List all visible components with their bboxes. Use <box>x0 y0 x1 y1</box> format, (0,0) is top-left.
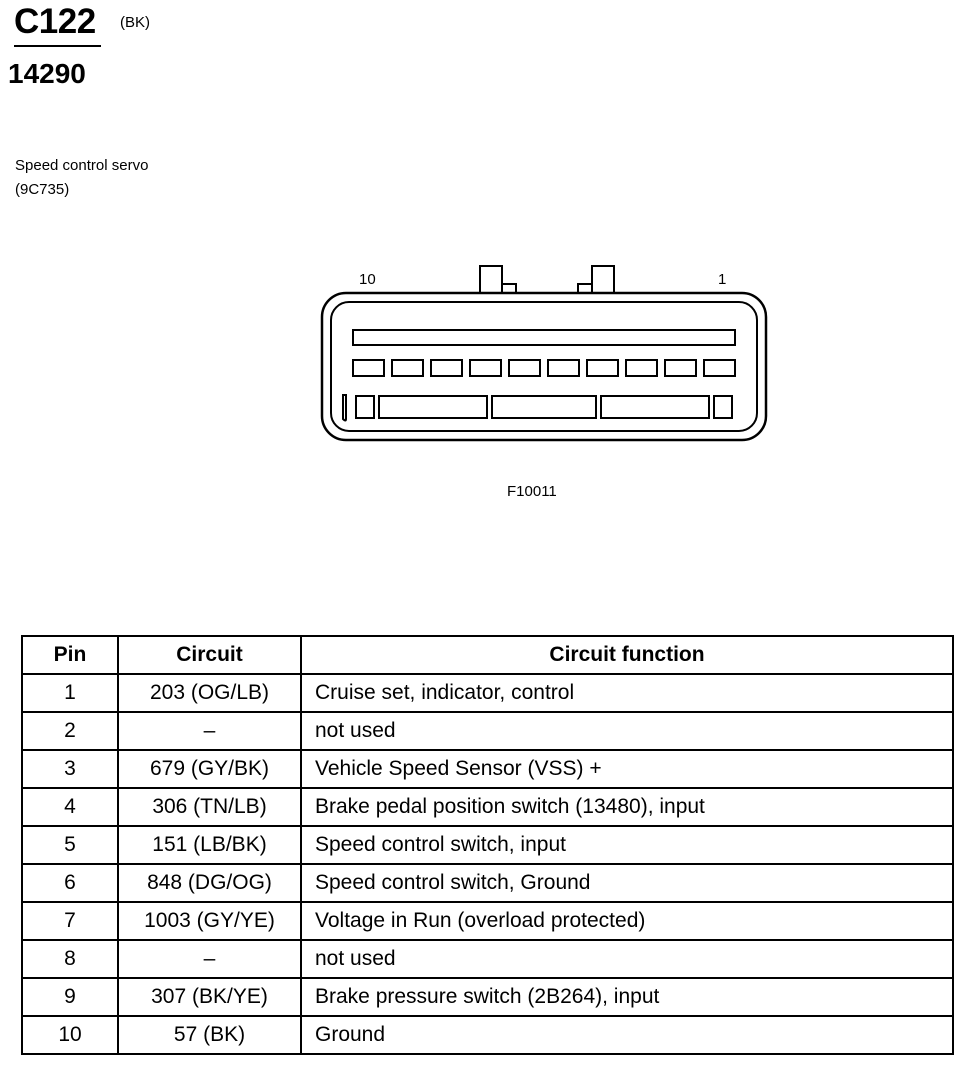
function-cell: Ground <box>300 1015 954 1055</box>
function-cell: not used <box>300 939 954 979</box>
component-name: Speed control servo <box>15 157 149 174</box>
bottom-key-center <box>491 395 597 419</box>
bottom-key-small-right <box>713 395 733 419</box>
header-circuit-function: Circuit function <box>300 635 954 675</box>
figure-code: F10011 <box>507 483 557 500</box>
pin-label-right: 1 <box>718 271 726 288</box>
table-row: 2–not used <box>21 711 954 751</box>
bottom-key-left-edge <box>342 394 347 422</box>
connector-housing-inner <box>330 301 758 432</box>
function-cell: Brake pedal position switch (13480), inp… <box>300 787 954 827</box>
circuit-cell: 203 (OG/LB) <box>117 673 302 713</box>
circuit-cell: 679 (GY/BK) <box>117 749 302 789</box>
function-cell: Brake pressure switch (2B264), input <box>300 977 954 1017</box>
pin-cell: 10 <box>21 1015 119 1055</box>
table-header-row: Pin Circuit Circuit function <box>21 635 954 675</box>
pin-cavity <box>625 359 658 377</box>
pin-cavity <box>703 359 736 377</box>
pin-cavity <box>586 359 619 377</box>
circuit-cell: – <box>117 939 302 979</box>
circuit-cell: 307 (BK/YE) <box>117 977 302 1017</box>
pin-label-left: 10 <box>359 271 376 288</box>
bottom-key-right <box>600 395 710 419</box>
circuit-cell: 848 (DG/OG) <box>117 863 302 903</box>
pin-cell: 1 <box>21 673 119 713</box>
pin-cell: 3 <box>21 749 119 789</box>
pin-cell: 7 <box>21 901 119 941</box>
header-circuit: Circuit <box>117 635 302 675</box>
component-code: (9C735) <box>15 181 70 198</box>
pin-cell: 9 <box>21 977 119 1017</box>
pin-cavity <box>547 359 580 377</box>
pin-cell: 8 <box>21 939 119 979</box>
function-cell: Speed control switch, Ground <box>300 863 954 903</box>
function-cell: Speed control switch, input <box>300 825 954 865</box>
bottom-key-left <box>378 395 488 419</box>
pin-cell: 2 <box>21 711 119 751</box>
header-pin: Pin <box>21 635 119 675</box>
bottom-key-small-left <box>355 395 375 419</box>
pin-cavity <box>352 359 385 377</box>
pin-cavity <box>469 359 502 377</box>
connector-face-diagram: 10 1 <box>320 265 768 442</box>
table-row: 8–not used <box>21 939 954 979</box>
function-cell: Vehicle Speed Sensor (VSS) + <box>300 749 954 789</box>
function-cell: Voltage in Run (overload protected) <box>300 901 954 941</box>
pin-cell: 6 <box>21 863 119 903</box>
circuit-cell: 306 (TN/LB) <box>117 787 302 827</box>
function-cell: Cruise set, indicator, control <box>300 673 954 713</box>
pin-cavity <box>391 359 424 377</box>
circuit-cell: 151 (LB/BK) <box>117 825 302 865</box>
part-number: 14290 <box>8 58 86 89</box>
connector-id: C122 <box>14 2 96 41</box>
pin-cell: 5 <box>21 825 119 865</box>
circuit-cell: 1003 (GY/YE) <box>117 901 302 941</box>
connector-color: (BK) <box>120 14 150 31</box>
function-cell: not used <box>300 711 954 751</box>
pin-cavity <box>508 359 541 377</box>
connector-top-slot <box>352 329 736 346</box>
pin-cavity <box>430 359 463 377</box>
circuit-cell: – <box>117 711 302 751</box>
pin-cavity <box>664 359 697 377</box>
pin-cell: 4 <box>21 787 119 827</box>
connector-id-underline <box>14 45 101 47</box>
circuit-cell: 57 (BK) <box>117 1015 302 1055</box>
